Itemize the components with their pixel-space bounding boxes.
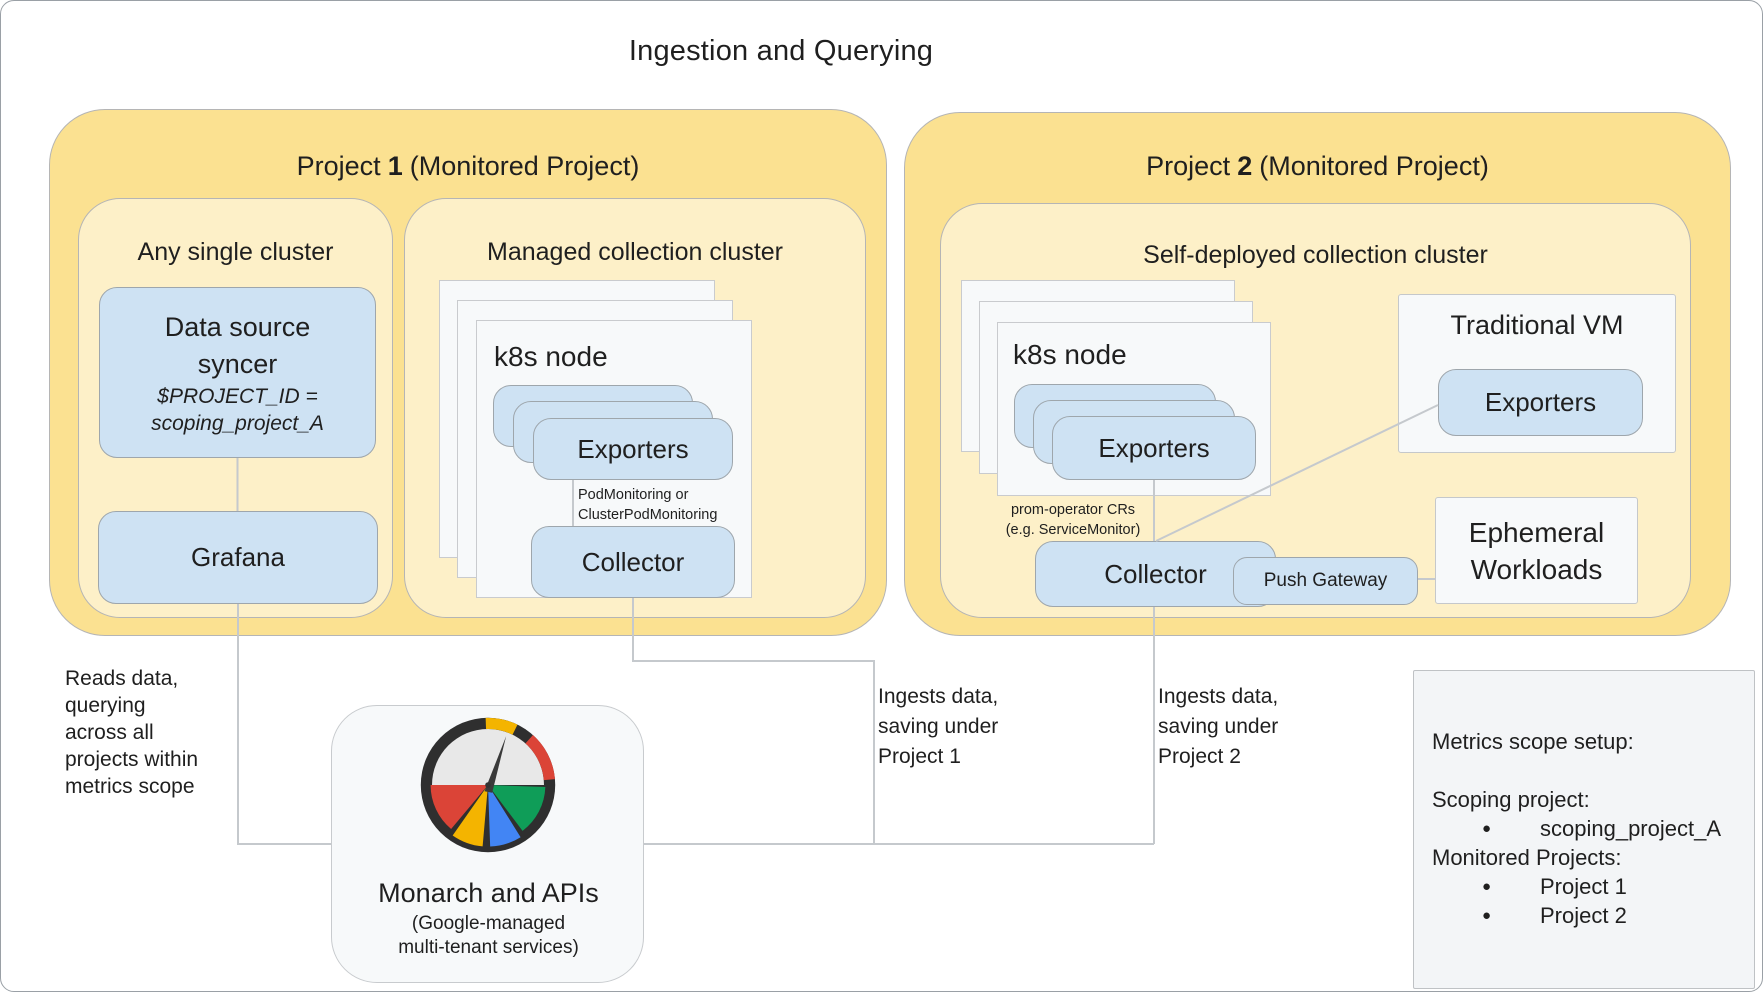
- bullet-icon: ●: [1482, 878, 1492, 895]
- syncer-project-id: $PROJECT_ID = scoping_project_A: [151, 384, 324, 435]
- reads-data-note: Reads data, querying across all projects…: [65, 667, 199, 798]
- monitored-project-2-value: Project 2: [1540, 903, 1627, 928]
- p1-exporters-box: Exporters: [533, 418, 733, 480]
- monarch-gauge-icon: [420, 717, 556, 853]
- metrics-scope-title: Metrics scope setup:: [1432, 729, 1634, 754]
- project2-header-number: 2: [1237, 151, 1253, 181]
- gauge-wedge-red: [430, 785, 488, 829]
- push-gateway-box: Push Gateway: [1233, 557, 1418, 605]
- metrics-scope-box: Metrics scope setup: Scoping project: ● …: [1413, 670, 1755, 989]
- podmonitoring-label: PodMonitoring or ClusterPodMonitoring: [578, 487, 718, 523]
- monitored-project-item-1: ● Project 1: [1432, 872, 1740, 901]
- monarch-sublabel: (Google-managed multi-tenant services): [398, 913, 579, 958]
- p1-k8s-node-label: k8s node: [494, 341, 608, 372]
- traditional-vm-exporters-box: Exporters: [1438, 369, 1643, 436]
- wire-grafana-monarch: [237, 604, 331, 845]
- gauge-arc-red: [525, 735, 555, 781]
- scoping-project-value: scoping_project_A: [1540, 816, 1722, 841]
- managed-collection-cluster-label: Managed collection cluster: [487, 238, 783, 266]
- monarch-label: Monarch and APIs: [378, 878, 599, 908]
- monitored-project-item-2: ● Project 2: [1432, 901, 1740, 930]
- traditional-vm-label: Traditional VM: [1450, 310, 1624, 340]
- project2-header-prefix: Project: [1146, 151, 1231, 181]
- ingest-project1-note: Ingests data, saving under Project 1: [878, 685, 999, 768]
- bullet-icon: ●: [1482, 820, 1492, 837]
- bullet-icon: ●: [1482, 907, 1492, 924]
- gauge-wedge-yellow: [452, 785, 488, 847]
- monarch-box: Monarch and APIs (Google-managed multi-t…: [331, 705, 644, 983]
- gauge-wedge-blue: [488, 785, 521, 847]
- scoping-project-heading: Scoping project:: [1432, 787, 1590, 812]
- syncer-line1: Data source: [164, 311, 311, 342]
- monitored-project-1-value: Project 1: [1540, 874, 1627, 899]
- ephemeral-workloads-label: Ephemeral Workloads: [1468, 516, 1605, 585]
- data-source-syncer-box: Data source syncer $PROJECT_ID = scoping…: [99, 287, 376, 458]
- self-deployed-cluster-label: Self-deployed collection cluster: [1143, 241, 1488, 269]
- gauge-wedge-green: [488, 785, 546, 831]
- ingest-project2-note: Ingests data, saving under Project 2: [1158, 685, 1279, 768]
- prom-operator-label: prom-operator CRs (e.g. ServiceMonitor): [1005, 502, 1141, 538]
- grafana-box: Grafana: [98, 511, 378, 604]
- project1-header-prefix: Project: [296, 151, 381, 181]
- scoping-project-item: ● scoping_project_A: [1432, 814, 1740, 843]
- project1-header-suffix: (Monitored Project): [409, 151, 640, 181]
- p2-collector-box: Collector: [1035, 541, 1276, 607]
- p2-exporters-box: Exporters: [1052, 416, 1256, 480]
- project2-header-suffix: (Monitored Project): [1259, 151, 1489, 181]
- syncer-line2: syncer: [197, 348, 278, 379]
- diagram-title: Ingestion and Querying: [628, 35, 934, 67]
- p1-collector-box: Collector: [531, 526, 735, 598]
- gauge-hub: [485, 782, 491, 788]
- monitored-projects-heading: Monitored Projects:: [1432, 845, 1622, 870]
- ephemeral-workloads-box: Ephemeral Workloads: [1435, 497, 1638, 604]
- any-single-cluster-label: Any single cluster: [137, 238, 334, 266]
- project1-header-number: 1: [387, 151, 403, 181]
- gauge-dial: [432, 729, 544, 785]
- gauge-needle: [484, 736, 507, 793]
- gauge-arc-yellow: [485, 717, 518, 735]
- p2-k8s-node-label: k8s node: [1013, 339, 1127, 370]
- metrics-scope-spacer: [1432, 756, 1740, 785]
